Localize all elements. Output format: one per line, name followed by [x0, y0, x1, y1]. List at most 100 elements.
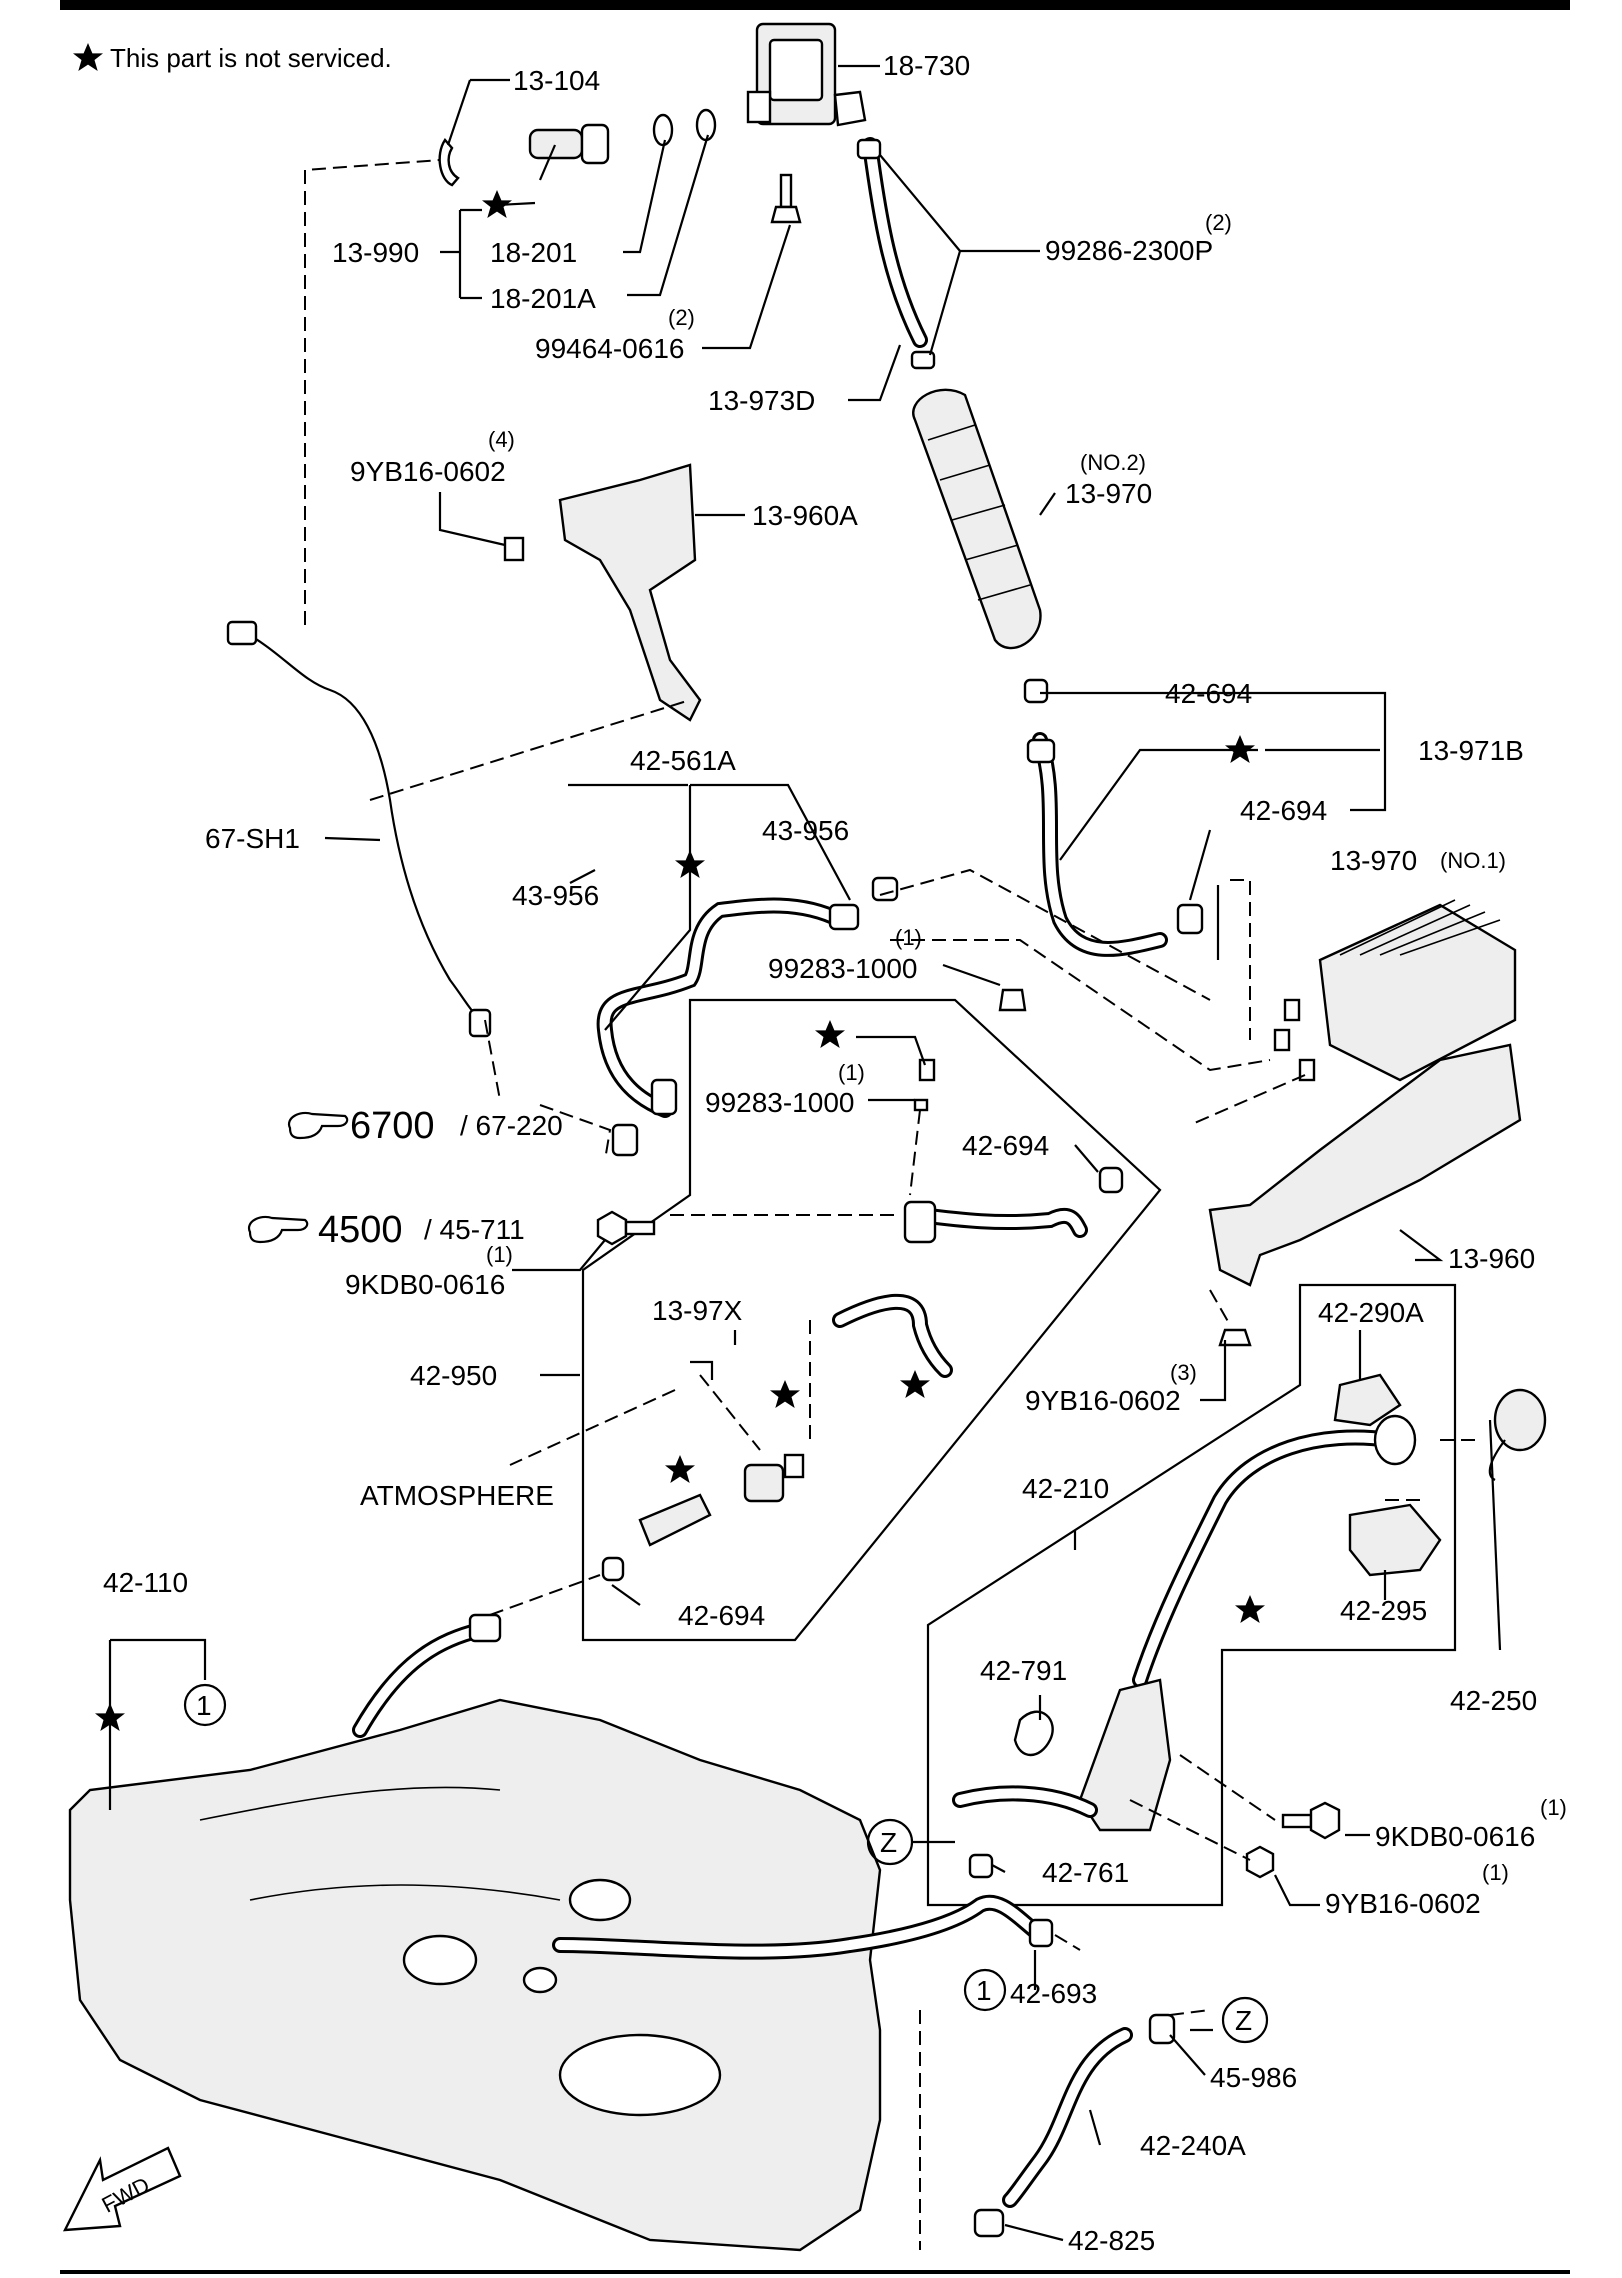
ref-6700-section: / 67-220	[460, 1110, 563, 1141]
label-42-950: 42-950	[410, 1360, 497, 1391]
part-drawings	[68, 22, 1547, 2252]
label-13-97X: 13-97X	[652, 1295, 743, 1326]
qty-99283-1000-a: (1)	[895, 925, 922, 950]
qty-9YB16-0602-c: (1)	[1482, 1860, 1509, 1885]
top-border	[60, 0, 1570, 10]
label-99464-0616: 99464-0616	[535, 333, 684, 364]
label-atmosphere: ATMOSPHERE	[360, 1480, 554, 1511]
leader-lines	[108, 64, 1502, 2242]
star-icon-42-950-hose	[900, 1370, 930, 1398]
label-42-791: 42-791	[980, 1655, 1067, 1686]
part-18-201	[528, 108, 717, 165]
label-13-990: 13-990	[332, 237, 419, 268]
legend-text: This part is not serviced.	[110, 43, 392, 73]
box-42-210	[926, 1283, 1457, 1907]
part-18-730	[746, 22, 867, 127]
label-13-971B: 13-971B	[1418, 735, 1524, 766]
callout-labels: 13-104 18-730 13-990 18-201 18-201A (2) …	[98, 50, 1567, 2256]
label-42-295: 42-295	[1340, 1595, 1427, 1626]
part-13-970-no1	[1273, 899, 1517, 1082]
label-42-693: 42-693	[1010, 1978, 1097, 2009]
label-42-825: 42-825	[1068, 2225, 1155, 2256]
label-18-730: 18-730	[883, 50, 970, 81]
pointing-hand-icon	[287, 1111, 349, 1140]
label-18-201A: 18-201A	[490, 283, 596, 314]
part-13-104	[438, 138, 460, 187]
label-9YB16-0602-b: 9YB16-0602	[1025, 1385, 1181, 1416]
part-42-694-c	[1098, 1166, 1124, 1194]
label-13-970-no1: 13-970	[1330, 845, 1417, 876]
part-13-971B	[1026, 732, 1204, 957]
part-42-561A	[596, 876, 899, 1157]
circle-callout-1-a	[183, 1683, 227, 1727]
circle-callout-1-b	[963, 1968, 1007, 2012]
label-42-210: 42-210	[1022, 1473, 1109, 1504]
part-67-SH1	[226, 620, 492, 1038]
label-9KDB0-0616-b: 9KDB0-0616	[1375, 1821, 1535, 1852]
label-67-SH1: 67-SH1	[205, 823, 300, 854]
star-icon-99283-1000	[815, 1020, 845, 1048]
group-boxes	[581, 998, 1457, 1907]
label-13-970-no2: 13-970	[1065, 478, 1152, 509]
label-9KDB0-0616-a: 9KDB0-0616	[345, 1269, 505, 1300]
qty-99464-0616: (2)	[668, 305, 695, 330]
qty-9YB16-0602-b: (3)	[1170, 1360, 1197, 1385]
label-42-694-d: 42-694	[678, 1600, 765, 1631]
reference-icons	[62, 1111, 1269, 2232]
star-icon-42-210	[1235, 1595, 1265, 1623]
label-42-694-c: 42-694	[962, 1130, 1049, 1161]
label-42-290A: 42-290A	[1318, 1297, 1424, 1328]
box-42-950	[581, 998, 1162, 1642]
part-42-290A	[1333, 1373, 1402, 1427]
qty-99286-2300P: (2)	[1205, 210, 1232, 235]
part-9KDB0-0616-a	[596, 1210, 656, 1246]
star-icon-valve-a	[770, 1380, 800, 1408]
note-13-970-no2: (NO.2)	[1080, 450, 1146, 475]
black-star-icon	[73, 43, 103, 71]
qty-9KDB0-0616-b: (1)	[1540, 1795, 1567, 1820]
label-13-960A: 13-960A	[752, 500, 858, 531]
qty-9KDB0-0616-a: (1)	[486, 1242, 513, 1267]
part-13-960A	[503, 463, 702, 722]
label-13-104: 13-104	[513, 65, 600, 96]
legend-note: This part is not serviced.	[73, 43, 392, 73]
part-42-950	[601, 1200, 1088, 1582]
part-99464-0616	[770, 173, 802, 224]
part-99283-1000	[913, 988, 1027, 1112]
label-99283-1000-a: 99283-1000	[768, 953, 917, 984]
part-42-295	[1348, 1503, 1442, 1577]
label-42-110: 42-110	[103, 1567, 188, 1598]
star-icon-valve-b	[665, 1455, 695, 1483]
part-42-210	[952, 1414, 1417, 1879]
label-42-694-b: 42-694	[1240, 795, 1327, 826]
label-z-a: Z	[880, 1827, 897, 1858]
label-13-973D: 13-973D	[708, 385, 815, 416]
part-13-970-no2	[912, 388, 1049, 704]
qty-9YB16-0602-a: (4)	[488, 427, 515, 452]
dashed-connections	[304, 159, 1480, 2250]
label-42-561A: 42-561A	[630, 745, 736, 776]
label-circle-1-a: 1	[196, 1690, 212, 1721]
label-18-201: 18-201	[490, 237, 577, 268]
part-42-250	[1488, 1388, 1547, 1481]
label-43-956-b: 43-956	[512, 880, 599, 911]
part-42-240A	[973, 2013, 1176, 2238]
label-43-956-a: 43-956	[762, 815, 849, 846]
label-z-b: Z	[1235, 2005, 1252, 2036]
ref-4500-section: / 45-711	[424, 1214, 525, 1245]
pointing-hand-icon	[247, 1215, 309, 1244]
ref-6700-number: 6700	[350, 1105, 435, 1147]
qty-99283-1000-b: (1)	[838, 1060, 865, 1085]
label-9YB16-0602-a: 9YB16-0602	[350, 456, 506, 487]
bottom-border	[60, 2270, 1570, 2274]
label-42-761: 42-761	[1042, 1857, 1129, 1888]
label-42-250: 42-250	[1450, 1685, 1537, 1716]
label-42-694-a: 42-694	[1165, 678, 1252, 709]
ref-4500-number: 4500	[318, 1209, 403, 1251]
label-42-240A: 42-240A	[1140, 2130, 1246, 2161]
part-13-960	[1208, 1043, 1522, 1347]
label-13-960: 13-960	[1448, 1243, 1535, 1274]
label-circle-1-b: 1	[976, 1975, 992, 2006]
part-fasteners-right	[1245, 1801, 1341, 1879]
